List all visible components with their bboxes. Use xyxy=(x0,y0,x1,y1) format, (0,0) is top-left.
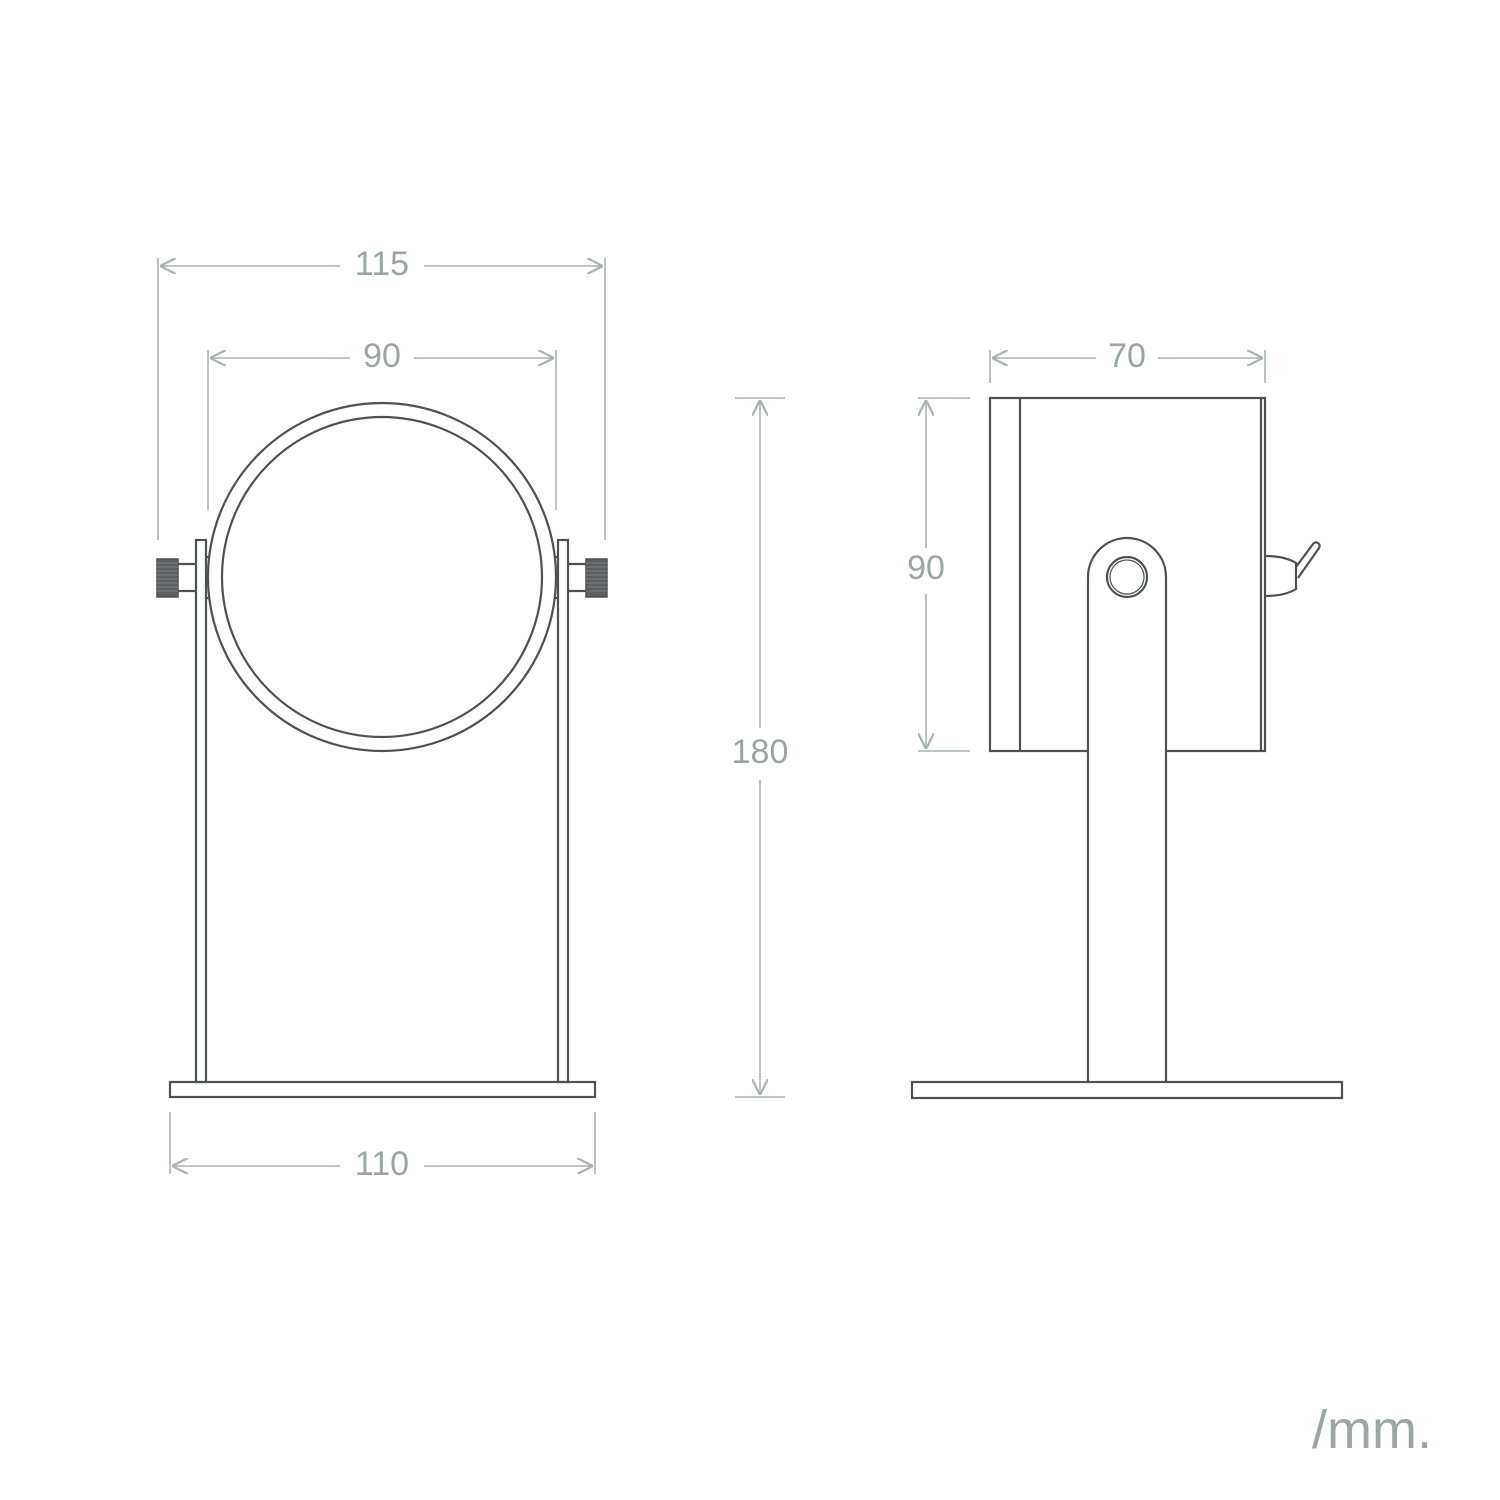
dim-overall-width: 115 xyxy=(157,245,606,540)
lens-outer-ring xyxy=(206,401,558,753)
left-knob xyxy=(156,555,210,600)
stand-arm xyxy=(1086,536,1168,1082)
overall-width-label: 115 xyxy=(355,245,409,283)
right-bracket-arm xyxy=(556,538,570,1084)
dim-depth: 70 xyxy=(989,337,1266,383)
side-base-plate xyxy=(910,1080,1344,1100)
right-knob xyxy=(554,555,608,600)
front-base-plate xyxy=(168,1080,597,1099)
total-height-label: 180 xyxy=(732,733,789,771)
base-width-label: 110 xyxy=(355,1145,409,1183)
left-bracket-arm xyxy=(194,538,208,1084)
switch-toggle xyxy=(1264,541,1321,598)
head-height-label: 90 xyxy=(907,549,945,587)
dim-base-width: 110 xyxy=(169,1112,596,1183)
dim-lens-diameter: 90 xyxy=(207,337,557,510)
pivot-screw xyxy=(1105,555,1149,599)
dim-head-height: 90 xyxy=(907,397,970,752)
depth-label: 70 xyxy=(1108,337,1146,375)
side-view: 70 90 xyxy=(907,337,1344,1100)
front-view: 115 90 110 xyxy=(156,245,608,1183)
unit-label: /mm. xyxy=(1312,1400,1432,1460)
lens xyxy=(220,415,544,739)
dim-total-height: 180 xyxy=(732,397,789,1098)
lens-diameter-label: 90 xyxy=(363,337,401,375)
